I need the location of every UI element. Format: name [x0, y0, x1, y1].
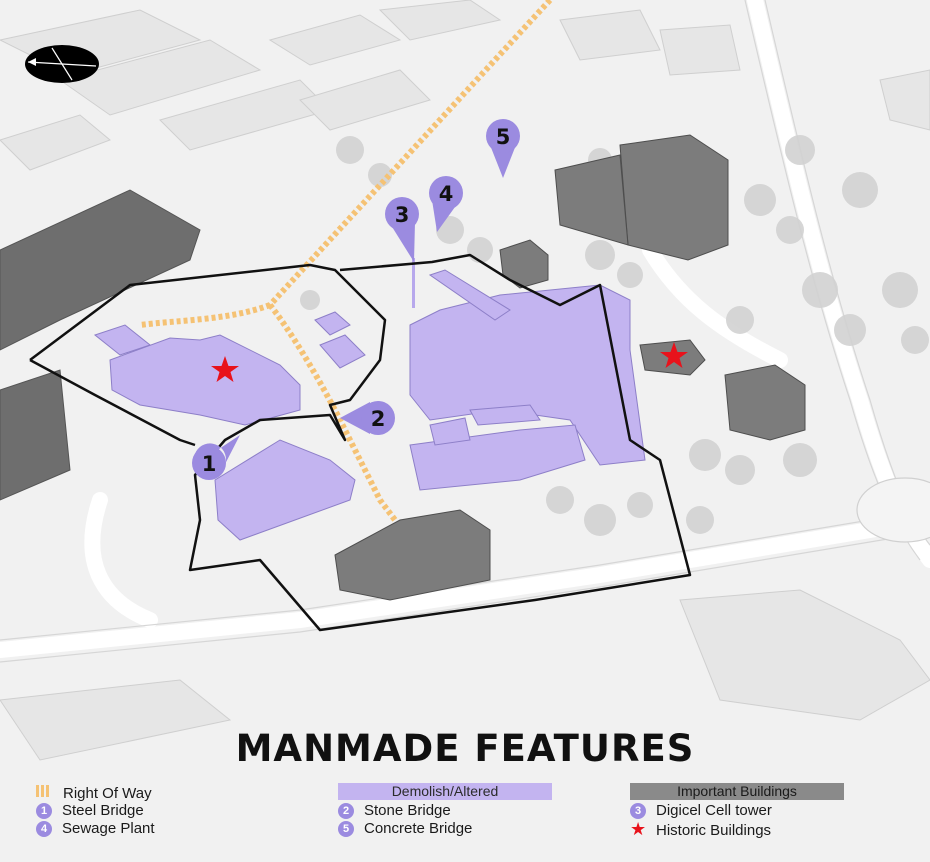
bottom-complex [334, 509, 491, 601]
roundabout [856, 477, 930, 543]
svg-text:3: 3 [395, 203, 410, 227]
right-of-way-icon [36, 784, 51, 802]
important-buildings [334, 134, 806, 601]
svg-text:1: 1 [202, 452, 217, 476]
legend-group-demolish: Demolish/Altered [338, 783, 552, 800]
marker-4[interactable]: 4 [429, 176, 463, 232]
site-boundary [29, 253, 692, 632]
marker-2[interactable]: 2 [340, 401, 395, 435]
marker-5[interactable]: 5 [486, 119, 520, 178]
legend-right-of-way: Right Of Way [36, 784, 152, 803]
cell-tower-pole [412, 258, 415, 308]
compass-icon [25, 45, 99, 83]
svg-text:5: 5 [496, 125, 511, 149]
demolish-buildings [93, 269, 646, 541]
number-3-icon: 3 [630, 803, 646, 819]
svg-text:4: 4 [439, 182, 454, 206]
star-icon: ★ [630, 819, 647, 839]
legend-historic: ★Historic Buildings [630, 819, 772, 839]
number-1-icon: 1 [36, 803, 52, 819]
historic-star-right [660, 342, 688, 368]
context-buildings-dark [0, 189, 201, 501]
marker-3[interactable]: 3 [385, 197, 419, 262]
legend-group-important: Important Buildings [630, 783, 844, 800]
number-2-icon: 2 [338, 803, 354, 819]
historic-star-left [211, 356, 239, 382]
number-4-icon: 4 [36, 821, 52, 837]
right-of-way [139, 0, 553, 522]
number-5-icon: 5 [338, 821, 354, 837]
context-buildings [0, 0, 930, 761]
marker-1[interactable]: 1 [192, 435, 240, 480]
svg-text:2: 2 [371, 407, 386, 431]
map-title: MANMADE FEATURES [235, 727, 695, 770]
corner-house [724, 364, 806, 441]
tall-tower [619, 134, 729, 261]
